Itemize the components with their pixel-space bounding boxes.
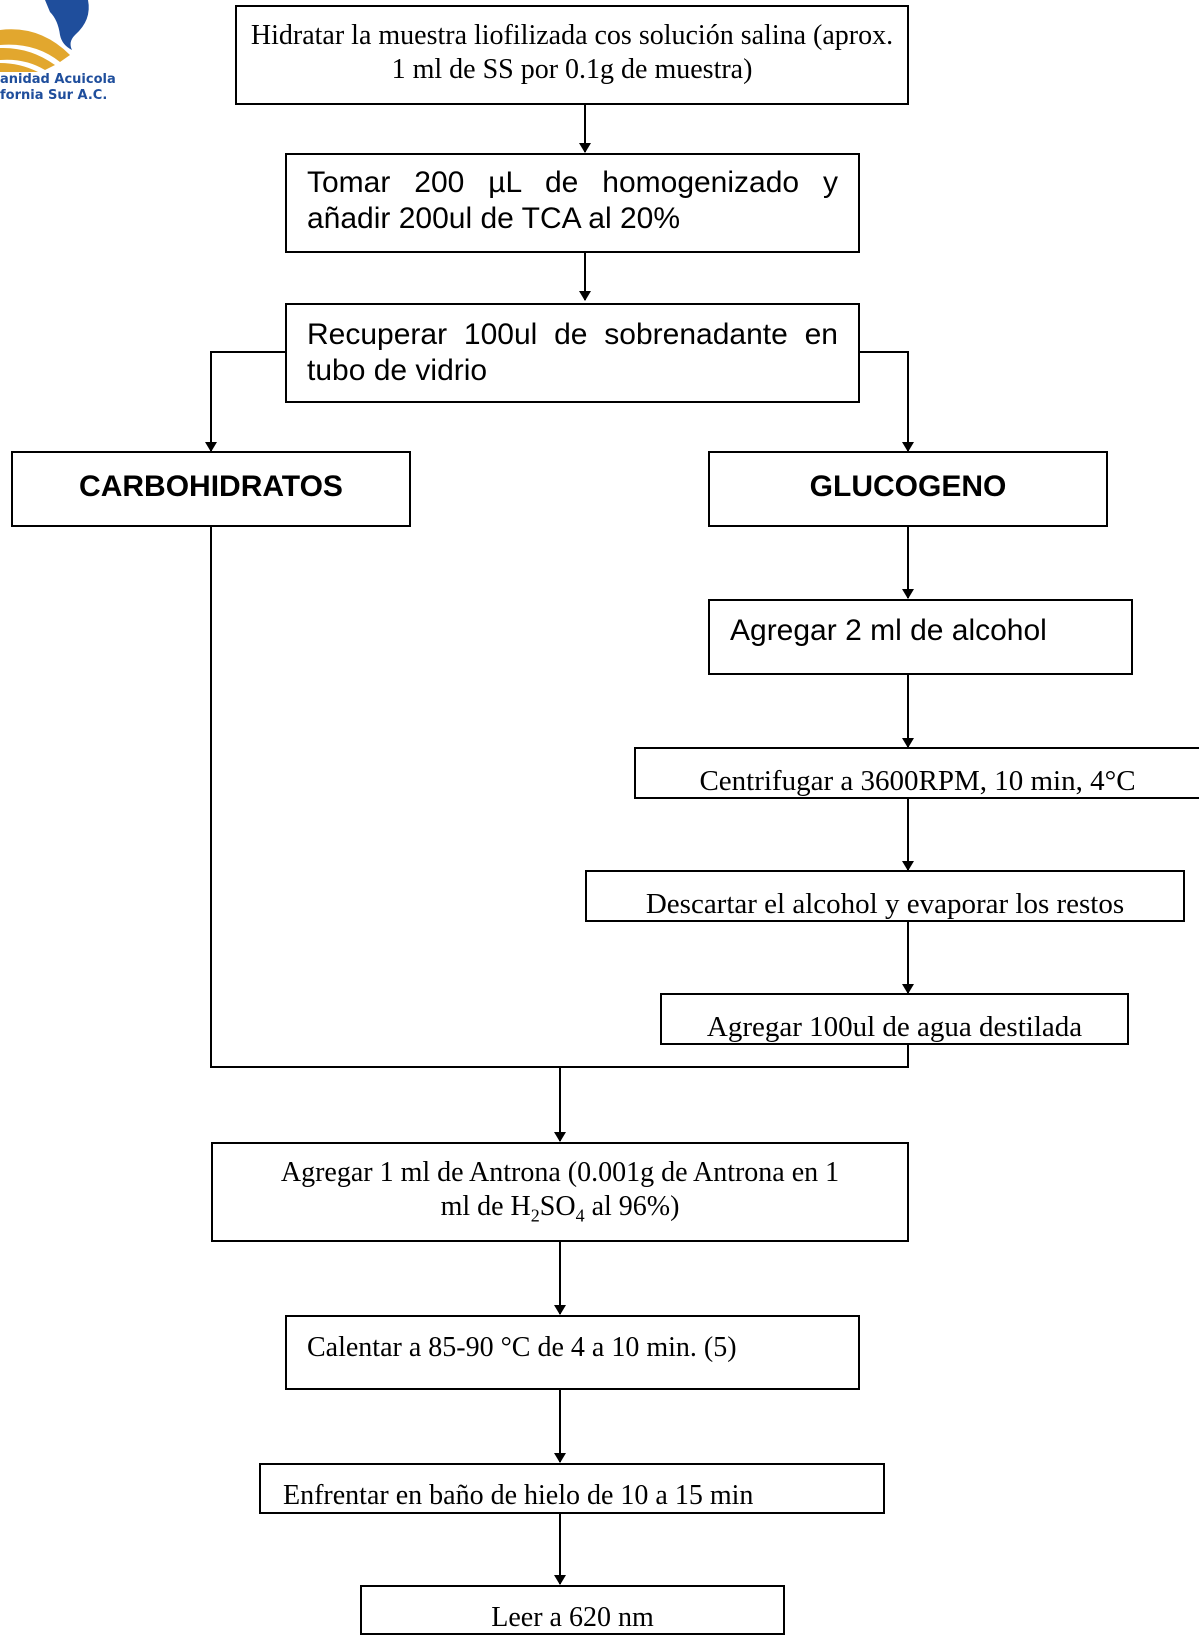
step-leer-text: Leer a 620 nm [491, 1602, 654, 1633]
step-hidratar: Hidratar la muestra liofilizada cos solu… [235, 5, 909, 105]
step-calentar-text: Calentar a 85-90 °C de 4 a 10 min. (5) [307, 1332, 737, 1363]
logo-text-line2: fornia Sur A.C. [0, 88, 108, 103]
step-recuperar: Recuperar 100ul de sobrenadante en tubo … [285, 303, 860, 403]
step-agua: Agregar 100ul de agua destilada [660, 993, 1129, 1045]
logo-text-line1: anidad Acuicola [0, 72, 116, 87]
step-recuperar-text: Recuperar 100ul de sobrenadante en tubo … [307, 318, 838, 387]
antrona-sub-1: 2 [530, 1205, 540, 1226]
step-centrifugar-text: Centrifugar a 3600RPM, 10 min, 4°C [699, 765, 1136, 797]
antrona-sub-2: 4 [575, 1205, 585, 1226]
step-leer: Leer a 620 nm [360, 1585, 785, 1635]
branch-carbohidratos: CARBOHIDRATOS [11, 451, 411, 527]
step-antrona: Agregar 1 ml de Antrona (0.001g de Antro… [211, 1142, 909, 1242]
logo-emblem-icon [0, 0, 89, 72]
step-antrona-line1: Agregar 1 ml de Antrona (0.001g de Antro… [280, 1157, 840, 1188]
branch-carbohidratos-label: CARBOHIDRATOS [79, 470, 343, 503]
step-alcohol: Agregar 2 ml de alcohol [708, 599, 1133, 675]
step-descartar: Descartar el alcohol y evaporar los rest… [585, 870, 1185, 922]
arrow-recuperar-glucogeno [859, 351, 914, 452]
arrow-recuperar-carbohidratos [205, 351, 286, 452]
antrona-text-a: ml de H [440, 1191, 531, 1222]
step-descartar-text: Descartar el alcohol y evaporar los rest… [645, 888, 1125, 920]
step-tomar-text: Tomar 200 µL de homogenizado y añadir 20… [307, 166, 838, 235]
antrona-text-c: al 96%) [584, 1191, 680, 1222]
step-enfrentar-text: Enfrentar en baño de hielo de 10 a 15 mi… [283, 1480, 754, 1511]
step-enfrentar: Enfrentar en baño de hielo de 10 a 15 mi… [259, 1463, 885, 1514]
step-hidratar-text: Hidratar la muestra liofilizada cos solu… [250, 20, 894, 85]
organization-logo: anidad Acuicola fornia Sur A.C. [0, 0, 130, 110]
step-calentar: Calentar a 85-90 °C de 4 a 10 min. (5) [285, 1315, 860, 1390]
step-antrona-line2: ml de H2SO4 al 96%) [213, 1190, 907, 1233]
step-centrifugar: Centrifugar a 3600RPM, 10 min, 4°C [634, 747, 1199, 799]
branch-glucogeno-label: GLUCOGENO [809, 470, 1007, 503]
step-tomar: Tomar 200 µL de homogenizado y añadir 20… [285, 153, 860, 253]
branch-glucogeno: GLUCOGENO [708, 451, 1108, 527]
step-agua-text: Agregar 100ul de agua destilada [706, 1011, 1083, 1043]
step-alcohol-text: Agregar 2 ml de alcohol [730, 614, 1047, 647]
antrona-text-b: SO [539, 1191, 576, 1222]
